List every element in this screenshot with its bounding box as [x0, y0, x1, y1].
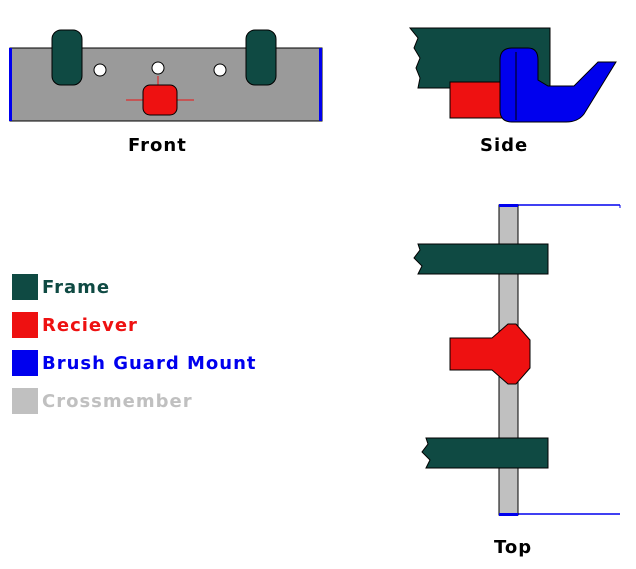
- front-bolt-hole-left: [93, 63, 107, 77]
- top-frame-upper: [413, 243, 549, 275]
- front-mount-right-edge: [319, 48, 322, 121]
- front-bolt-hole-center: [151, 61, 165, 75]
- legend-label-brush-guard-mount: Brush Guard Mount: [42, 352, 257, 374]
- side-receiver: [449, 81, 503, 119]
- front-frame-left: [51, 29, 83, 86]
- front-view-label: Front: [128, 135, 187, 156]
- legend-label-crossmember: Crossmember: [42, 390, 193, 412]
- legend-swatch-crossmember: [12, 388, 38, 414]
- side-view-label: Side: [480, 135, 529, 156]
- legend-item-brush-guard-mount: Brush Guard Mount: [12, 344, 256, 382]
- legend-swatch-frame: [12, 274, 38, 300]
- front-view: [9, 29, 323, 122]
- top-view: [413, 204, 621, 516]
- front-bolt-hole-right: [213, 63, 227, 77]
- front-receiver: [142, 84, 178, 116]
- front-frame-right: [245, 29, 277, 86]
- legend: Frame Reciever Brush Guard Mount Crossme…: [12, 268, 256, 420]
- legend-item-receiver: Reciever: [12, 306, 256, 344]
- legend-item-crossmember: Crossmember: [12, 382, 256, 420]
- legend-item-frame: Frame: [12, 268, 256, 306]
- front-mount-left-edge: [9, 48, 12, 121]
- top-receiver: [449, 323, 531, 385]
- top-view-label: Top: [494, 537, 533, 558]
- top-frame-lower: [421, 437, 549, 469]
- side-brush-guard-mount: [499, 47, 617, 123]
- legend-label-receiver: Reciever: [42, 314, 138, 336]
- legend-label-frame: Frame: [42, 276, 111, 298]
- legend-swatch-brush-guard-mount: [12, 350, 38, 376]
- side-view: [408, 27, 617, 123]
- top-mount-end-top: [499, 204, 518, 207]
- top-mount-end-bottom: [499, 513, 518, 516]
- legend-swatch-receiver: [12, 312, 38, 338]
